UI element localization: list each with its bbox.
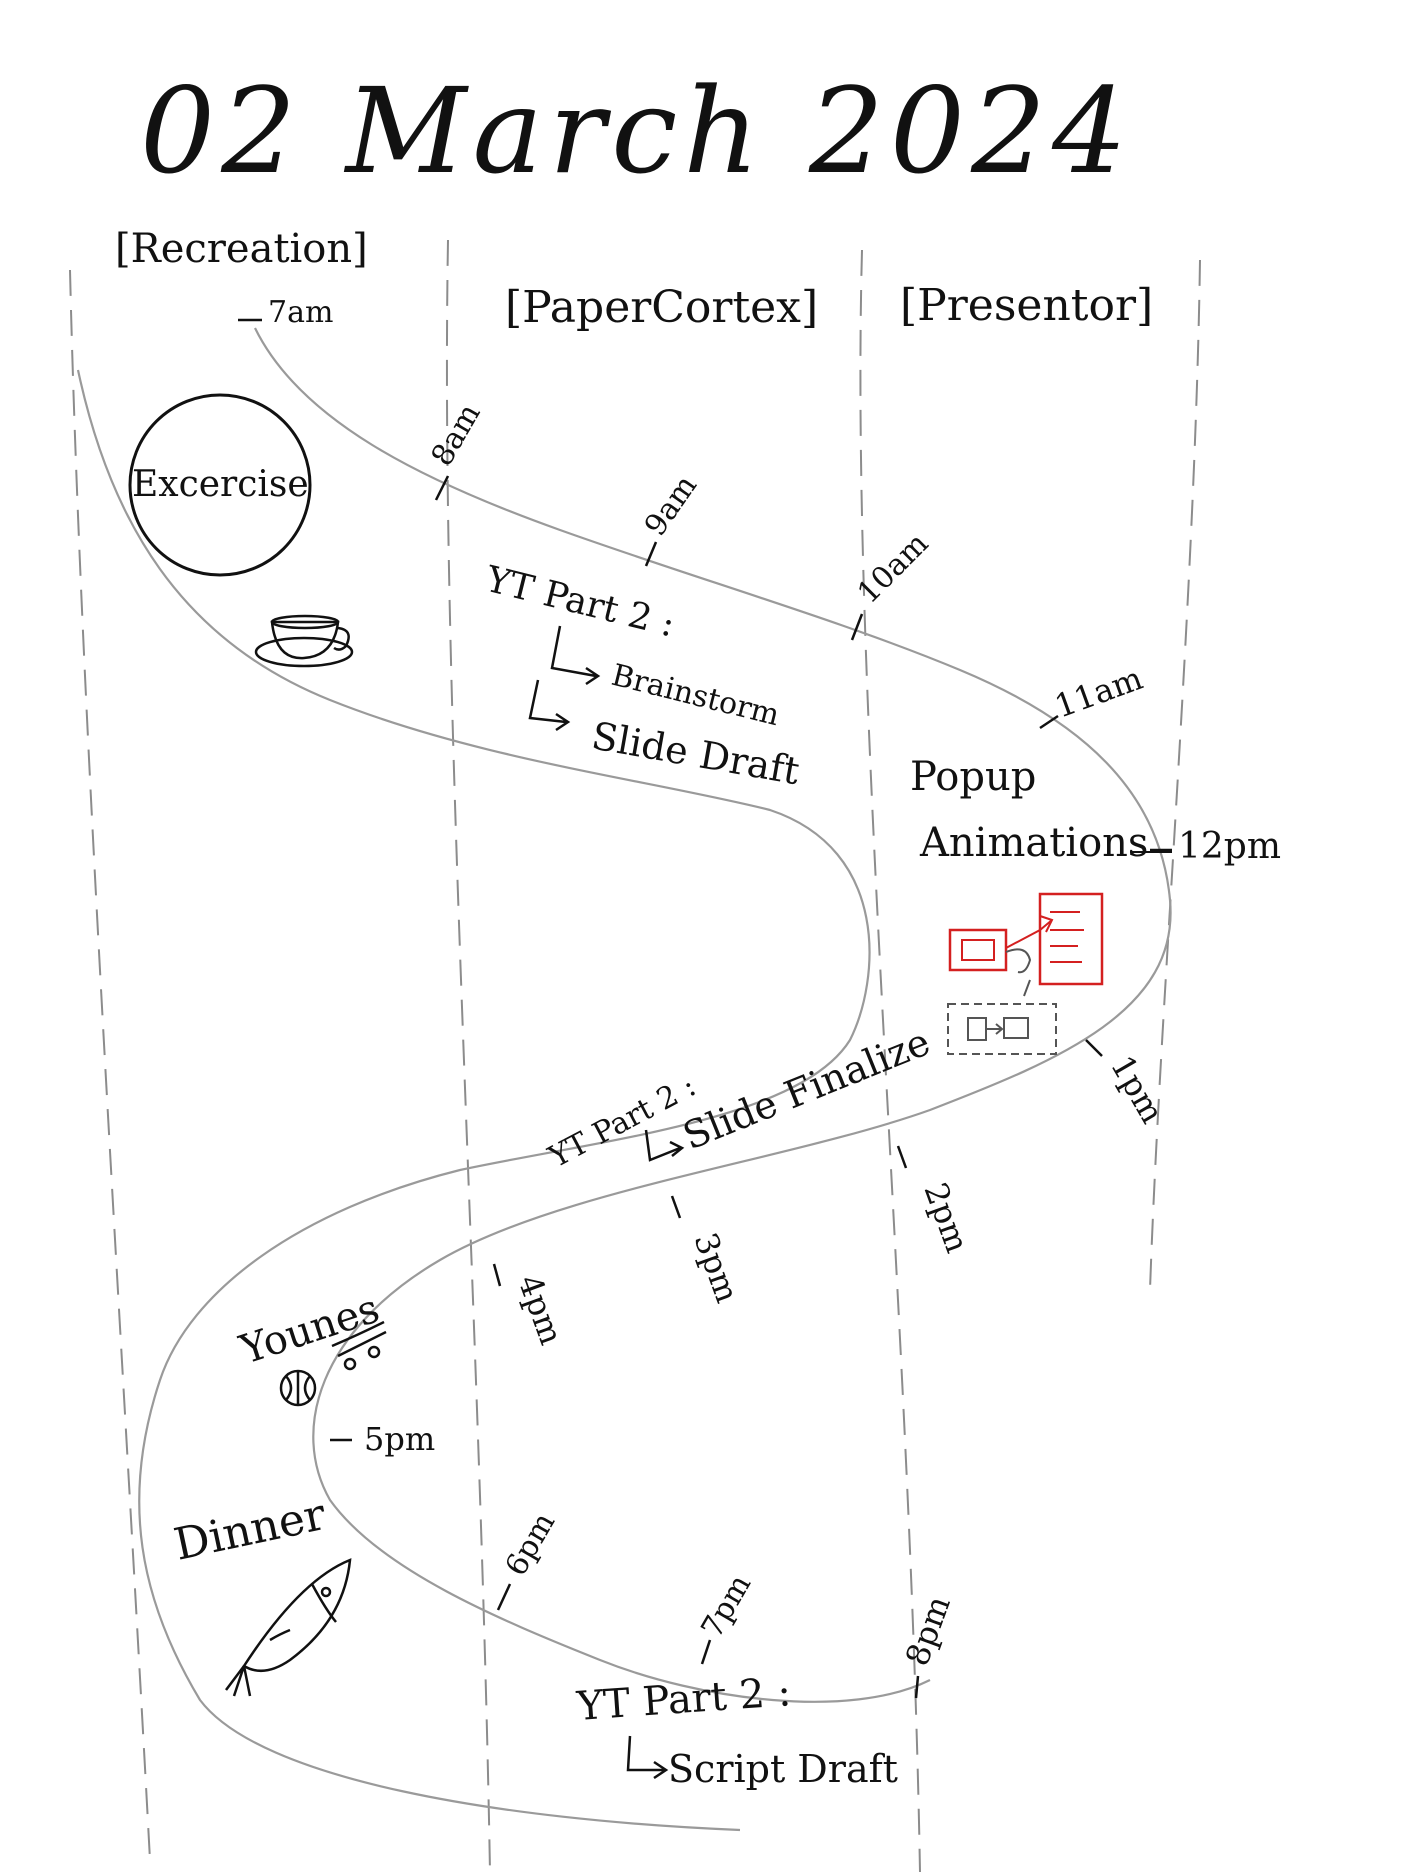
page-title: 02 March 2024 bbox=[140, 62, 1133, 200]
time-label-4pm: 4pm bbox=[510, 1270, 570, 1350]
yt-script-task: YT Part 2 : Script Draft bbox=[574, 1669, 897, 1791]
time-label-7am: 7am bbox=[268, 295, 333, 330]
time-label-8am: 8am bbox=[425, 398, 488, 472]
time-marker-7am: 7am bbox=[238, 295, 333, 330]
basketball-icon bbox=[279, 1369, 317, 1407]
yt-script-item: Script Draft bbox=[668, 1747, 898, 1791]
younes-task: Younes bbox=[234, 1286, 387, 1407]
fish-icon bbox=[225, 1558, 352, 1697]
timeline-path-lower bbox=[76, 369, 871, 1832]
yt-brainstorm-title: YT Part 2 : bbox=[481, 559, 679, 646]
time-label-7pm: 7pm bbox=[695, 1569, 759, 1644]
time-marker-5pm: 5pm bbox=[330, 1420, 435, 1458]
timeline-path-upper bbox=[254, 327, 1172, 1703]
dinner-task: Dinner bbox=[170, 1489, 352, 1697]
yt-script-title: YT Part 2 : bbox=[574, 1669, 792, 1730]
time-label-6pm: 6pm bbox=[499, 1507, 563, 1582]
time-marker-11am: 11am bbox=[1039, 659, 1148, 730]
divider-3 bbox=[859, 249, 921, 1872]
time-marker-6pm: 6pm bbox=[496, 1507, 563, 1611]
time-label-8pm: 8pm bbox=[898, 1591, 958, 1671]
exercise-label: Excercise bbox=[132, 464, 309, 505]
exercise-task: Excercise bbox=[128, 393, 312, 577]
time-marker-8am: 8am bbox=[425, 398, 488, 501]
branch-arrow-icon-3 bbox=[644, 1129, 685, 1162]
exercise-circle bbox=[128, 393, 312, 577]
time-marker-12pm: 12pm bbox=[1150, 826, 1281, 867]
time-marker-2pm: 2pm bbox=[896, 1145, 977, 1258]
branch-arrow-icon bbox=[550, 625, 601, 686]
divider-2 bbox=[445, 239, 491, 1872]
time-label-10am: 10am bbox=[851, 526, 936, 611]
yt-finalize-item: Slide Finalize bbox=[677, 1020, 936, 1159]
younes-label: Younes bbox=[234, 1286, 385, 1374]
column-header-recreation: [Recreation] bbox=[115, 226, 368, 272]
popup-animations-task: Popup Animations bbox=[910, 754, 1172, 866]
skateboard-icon bbox=[331, 1320, 387, 1371]
column-dividers bbox=[69, 239, 1201, 1872]
time-marker-7pm: 7pm bbox=[695, 1569, 759, 1665]
ui-sketch-icon bbox=[947, 892, 1104, 1055]
divider-1 bbox=[69, 269, 151, 1861]
branch-arrow-icon-4 bbox=[626, 1735, 669, 1780]
time-marker-3pm: 3pm bbox=[670, 1195, 747, 1308]
time-label-5pm: 5pm bbox=[364, 1420, 435, 1458]
time-marker-9am: 9am bbox=[638, 469, 704, 567]
divider-4 bbox=[1149, 259, 1201, 1291]
popup-line-2: Animations bbox=[919, 820, 1148, 866]
time-markers: 7am 8am 9am 10am 11am 12pm 1pm 2pm bbox=[238, 295, 1281, 1699]
dinner-label: Dinner bbox=[170, 1489, 331, 1571]
time-label-11am: 11am bbox=[1050, 659, 1148, 726]
time-label-12pm: 12pm bbox=[1178, 826, 1281, 867]
popup-line-1: Popup bbox=[910, 754, 1036, 800]
column-header-papercortex: [PaperCortex] bbox=[505, 282, 818, 333]
time-label-9am: 9am bbox=[638, 469, 704, 543]
time-marker-4pm: 4pm bbox=[492, 1263, 571, 1350]
time-label-3pm: 3pm bbox=[686, 1228, 746, 1308]
time-label-2pm: 2pm bbox=[916, 1178, 976, 1258]
branch-arrow-icon-2 bbox=[528, 679, 571, 732]
tea-cup-icon bbox=[254, 614, 354, 668]
column-header-presentor: [Presentor] bbox=[900, 280, 1153, 331]
yt-finalize-task: YT Part 2 : Slide Finalize bbox=[542, 1020, 936, 1176]
